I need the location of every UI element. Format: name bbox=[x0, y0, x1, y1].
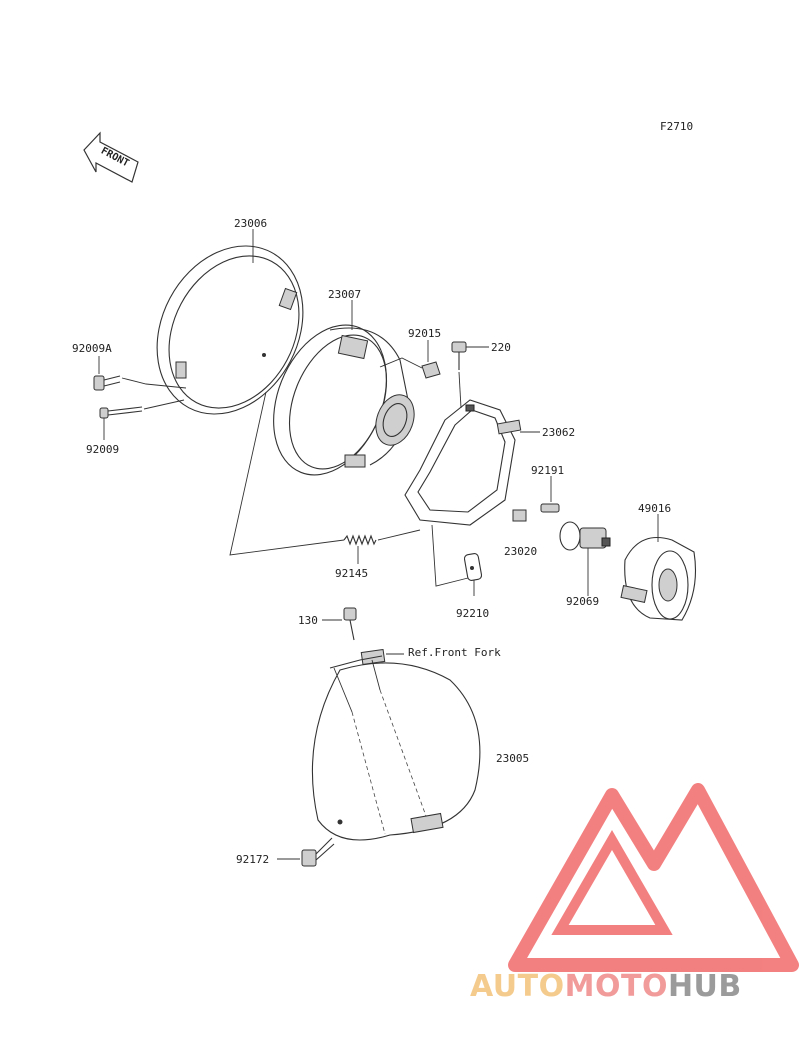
leader-92145-a bbox=[229, 391, 345, 556]
holder-bracket-23062 bbox=[404, 399, 522, 526]
logo-moto: MOTO bbox=[565, 969, 668, 1004]
part-label-23062: 23062 bbox=[542, 426, 575, 439]
leader-220-down bbox=[458, 371, 462, 409]
reflector-23007 bbox=[273, 324, 415, 476]
part-label-92210: 92210 bbox=[456, 607, 489, 620]
part-label-92172: 92172 bbox=[236, 853, 269, 866]
automotohub-watermark-logo: AUTOMOTOHUB bbox=[470, 783, 799, 1004]
leader-92210-a bbox=[431, 524, 469, 587]
part-label-23006: 23006 bbox=[234, 217, 267, 230]
figure-code: F2710 bbox=[660, 120, 693, 133]
front-arrow-icon: FRONT bbox=[83, 131, 139, 183]
spring-92145 bbox=[343, 534, 377, 546]
part-label-92009A: 92009A bbox=[72, 342, 112, 355]
bulb-92069 bbox=[559, 521, 611, 551]
part-label-23007: 23007 bbox=[328, 288, 361, 301]
nut-92015 bbox=[421, 361, 441, 379]
dust-cover-49016 bbox=[620, 536, 697, 621]
leader-92015-b bbox=[379, 357, 423, 369]
part-label-92191: 92191 bbox=[531, 464, 564, 477]
screw-220 bbox=[451, 341, 467, 370]
bolt-92172 bbox=[301, 837, 335, 867]
pin-92191 bbox=[512, 503, 560, 522]
leader-92145-b bbox=[377, 529, 421, 541]
part-label-130: 130 bbox=[298, 614, 318, 627]
bolt-92009 bbox=[99, 406, 143, 419]
part-label-92009: 92009 bbox=[86, 443, 119, 456]
headlight-housing-23005 bbox=[311, 655, 481, 841]
part-label-49016: 49016 bbox=[638, 502, 671, 515]
svg-text:AUTOMOTOHUB: AUTOMOTOHUB bbox=[470, 969, 742, 1004]
logo-hub: HUB bbox=[668, 969, 742, 1004]
part-label-92015: 92015 bbox=[408, 327, 441, 340]
ref-front-fork-label: Ref.Front Fork bbox=[408, 646, 501, 659]
plate-92210 bbox=[463, 553, 483, 581]
bolt-130 bbox=[343, 607, 357, 641]
logo-auto: AUTO bbox=[470, 969, 565, 1004]
part-label-23005: 23005 bbox=[496, 752, 529, 765]
part-label-92069: 92069 bbox=[566, 595, 599, 608]
part-label-220: 220 bbox=[491, 341, 511, 354]
part-label-23020: 23020 bbox=[504, 545, 537, 558]
rim-ring-23006 bbox=[156, 245, 304, 415]
bolt-92009A bbox=[93, 375, 121, 391]
leader-92009-b bbox=[143, 399, 185, 410]
part-label-92145: 92145 bbox=[335, 567, 368, 580]
leader-92009A-b bbox=[121, 377, 187, 389]
